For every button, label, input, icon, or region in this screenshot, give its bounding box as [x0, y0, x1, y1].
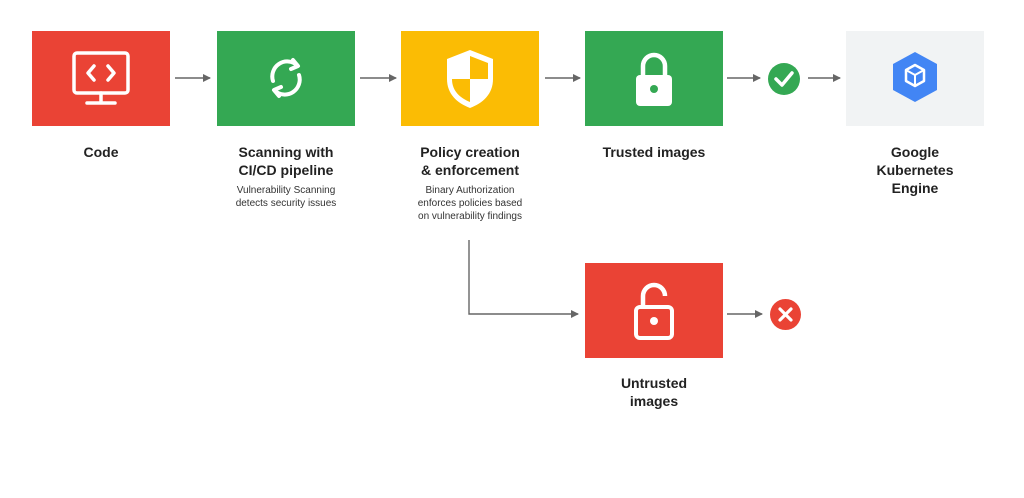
x-circle-icon: [770, 299, 801, 330]
untrusted-step-title: Untrusted images: [620, 375, 688, 409]
trusted-step-box: [585, 31, 723, 126]
lock-open-icon: [634, 282, 674, 340]
untrusted-step-box: [585, 263, 723, 358]
code-step-box: [32, 31, 170, 126]
gke-step-box: [846, 31, 984, 126]
gke-step-title: Google Kubernetes Engine: [876, 144, 954, 196]
lock-closed-icon: [636, 52, 672, 106]
shield-icon: [447, 50, 493, 108]
untrusted-step-background: [585, 263, 723, 358]
policy-step-description: Binary Authorization enforces policies b…: [417, 185, 523, 222]
policy-step-title: Policy creation & enforcement: [420, 144, 520, 178]
sync-icon: [270, 58, 302, 98]
scanning-step-background: [217, 31, 355, 126]
scanning-step-description: Vulnerability Scanning detects security …: [235, 185, 337, 209]
policy-step-box: [401, 31, 539, 126]
scanning-step-box: [217, 31, 355, 126]
check-circle-icon: [768, 63, 800, 95]
kubernetes-engine-icon: [893, 52, 937, 102]
code-step-background: [32, 31, 170, 126]
arrow-policy-to-untrusted: [468, 240, 579, 318]
scanning-step-title: Scanning with CI/CD pipeline: [238, 144, 334, 178]
code-step-title: Code: [83, 144, 119, 160]
monitor-code-icon: [72, 51, 130, 105]
trusted-step-title: Trusted images: [602, 144, 706, 160]
